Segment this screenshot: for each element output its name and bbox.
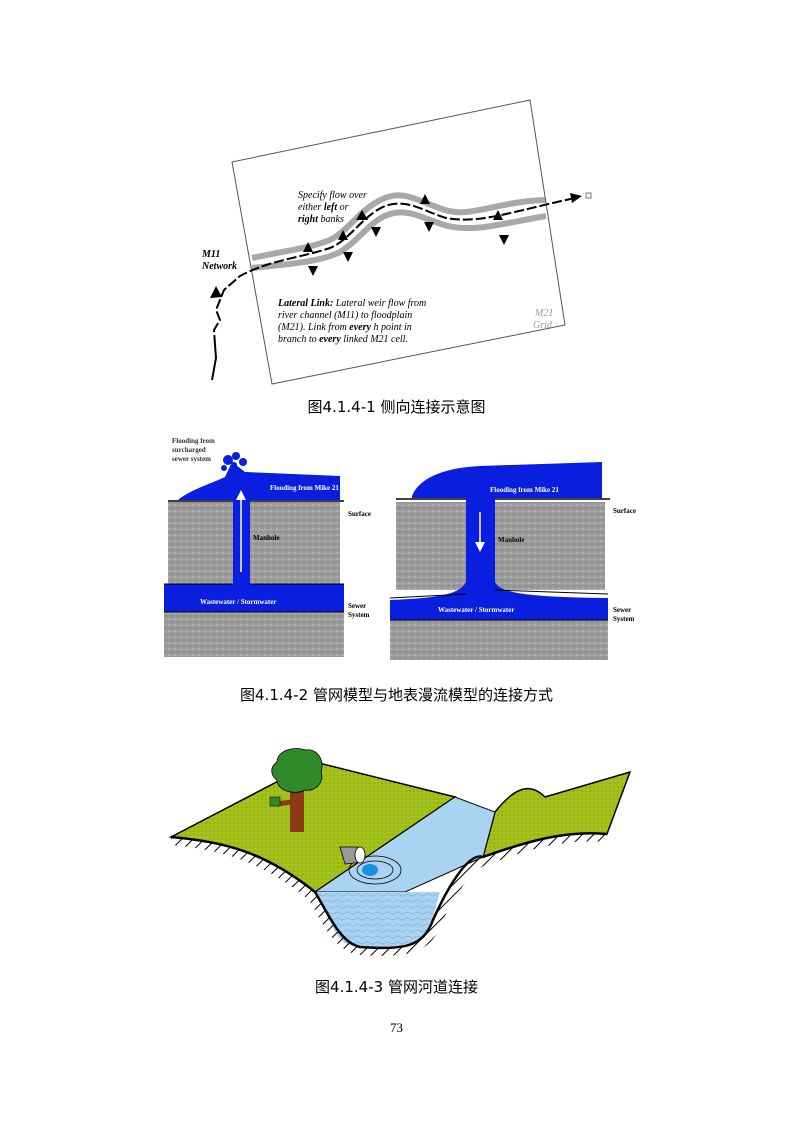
left-panel-surcharge	[164, 452, 344, 657]
river-water-section	[315, 892, 440, 947]
page-number: 73	[390, 1020, 403, 1035]
figure2-caption: 图4.1.4-2 管网模型与地表漫流模型的连接方式	[240, 686, 553, 704]
wastewater-left-label: Wastewater / Stormwater	[200, 598, 276, 606]
figure-lateral-link: Specify flow over either left or right b…	[201, 99, 592, 385]
m11-network-label: M11 Network	[201, 249, 237, 272]
figure1-caption: 图4.1.4-1 侧向连接示意图	[307, 398, 486, 416]
m21-grid-frame	[231, 99, 566, 385]
right-bank-ground	[481, 770, 632, 859]
figure3-caption: 图4.1.4-3 管网河道连接	[315, 978, 478, 996]
wastewater-right-label: Wastewater / Stormwater	[438, 606, 514, 614]
river-bank-left	[251, 192, 546, 261]
manhole-right-label: Manhole	[498, 536, 524, 544]
flooding-mike-right-label: Flooding from Mike 21	[490, 486, 559, 494]
river-upstream	[211, 344, 218, 381]
manhole-left-label: Manhole	[253, 534, 279, 542]
surface-right-label: Surface	[613, 507, 636, 515]
specify-flow-text: Specify flow over either left or right b…	[298, 190, 369, 225]
sewer-left-label: Sewer System	[348, 602, 370, 619]
tree-trunk	[290, 784, 304, 832]
m21-grid-label: M21 Grid	[533, 308, 556, 331]
surface-left-label: Surface	[348, 510, 371, 518]
flooding-surcharged-label: Flooding from surcharged sewer system	[172, 437, 217, 463]
river-bank-right	[251, 209, 547, 271]
figure-sewer-river-link	[168, 748, 632, 956]
outfall-pipe	[339, 846, 402, 885]
flooding-mike-left-label: Flooding from Mike 21	[270, 484, 339, 492]
tree-bush-small	[269, 796, 281, 807]
lateral-link-text: Lateral Link: Lateral weir flow from riv…	[277, 298, 429, 345]
sewer-right-label: Sewer System	[613, 606, 635, 623]
ground-hatch	[171, 833, 607, 956]
arrow-head-downstream	[570, 193, 582, 203]
river-channel	[212, 197, 576, 346]
arrow-head-upstream	[210, 286, 222, 298]
bank-flow-arrows	[303, 194, 509, 276]
right-panel-inflow	[389, 462, 610, 660]
figure-sewer-surface-coupling: Flooding from surcharged sewer system Fl…	[164, 437, 636, 660]
tree-crown	[271, 748, 323, 793]
